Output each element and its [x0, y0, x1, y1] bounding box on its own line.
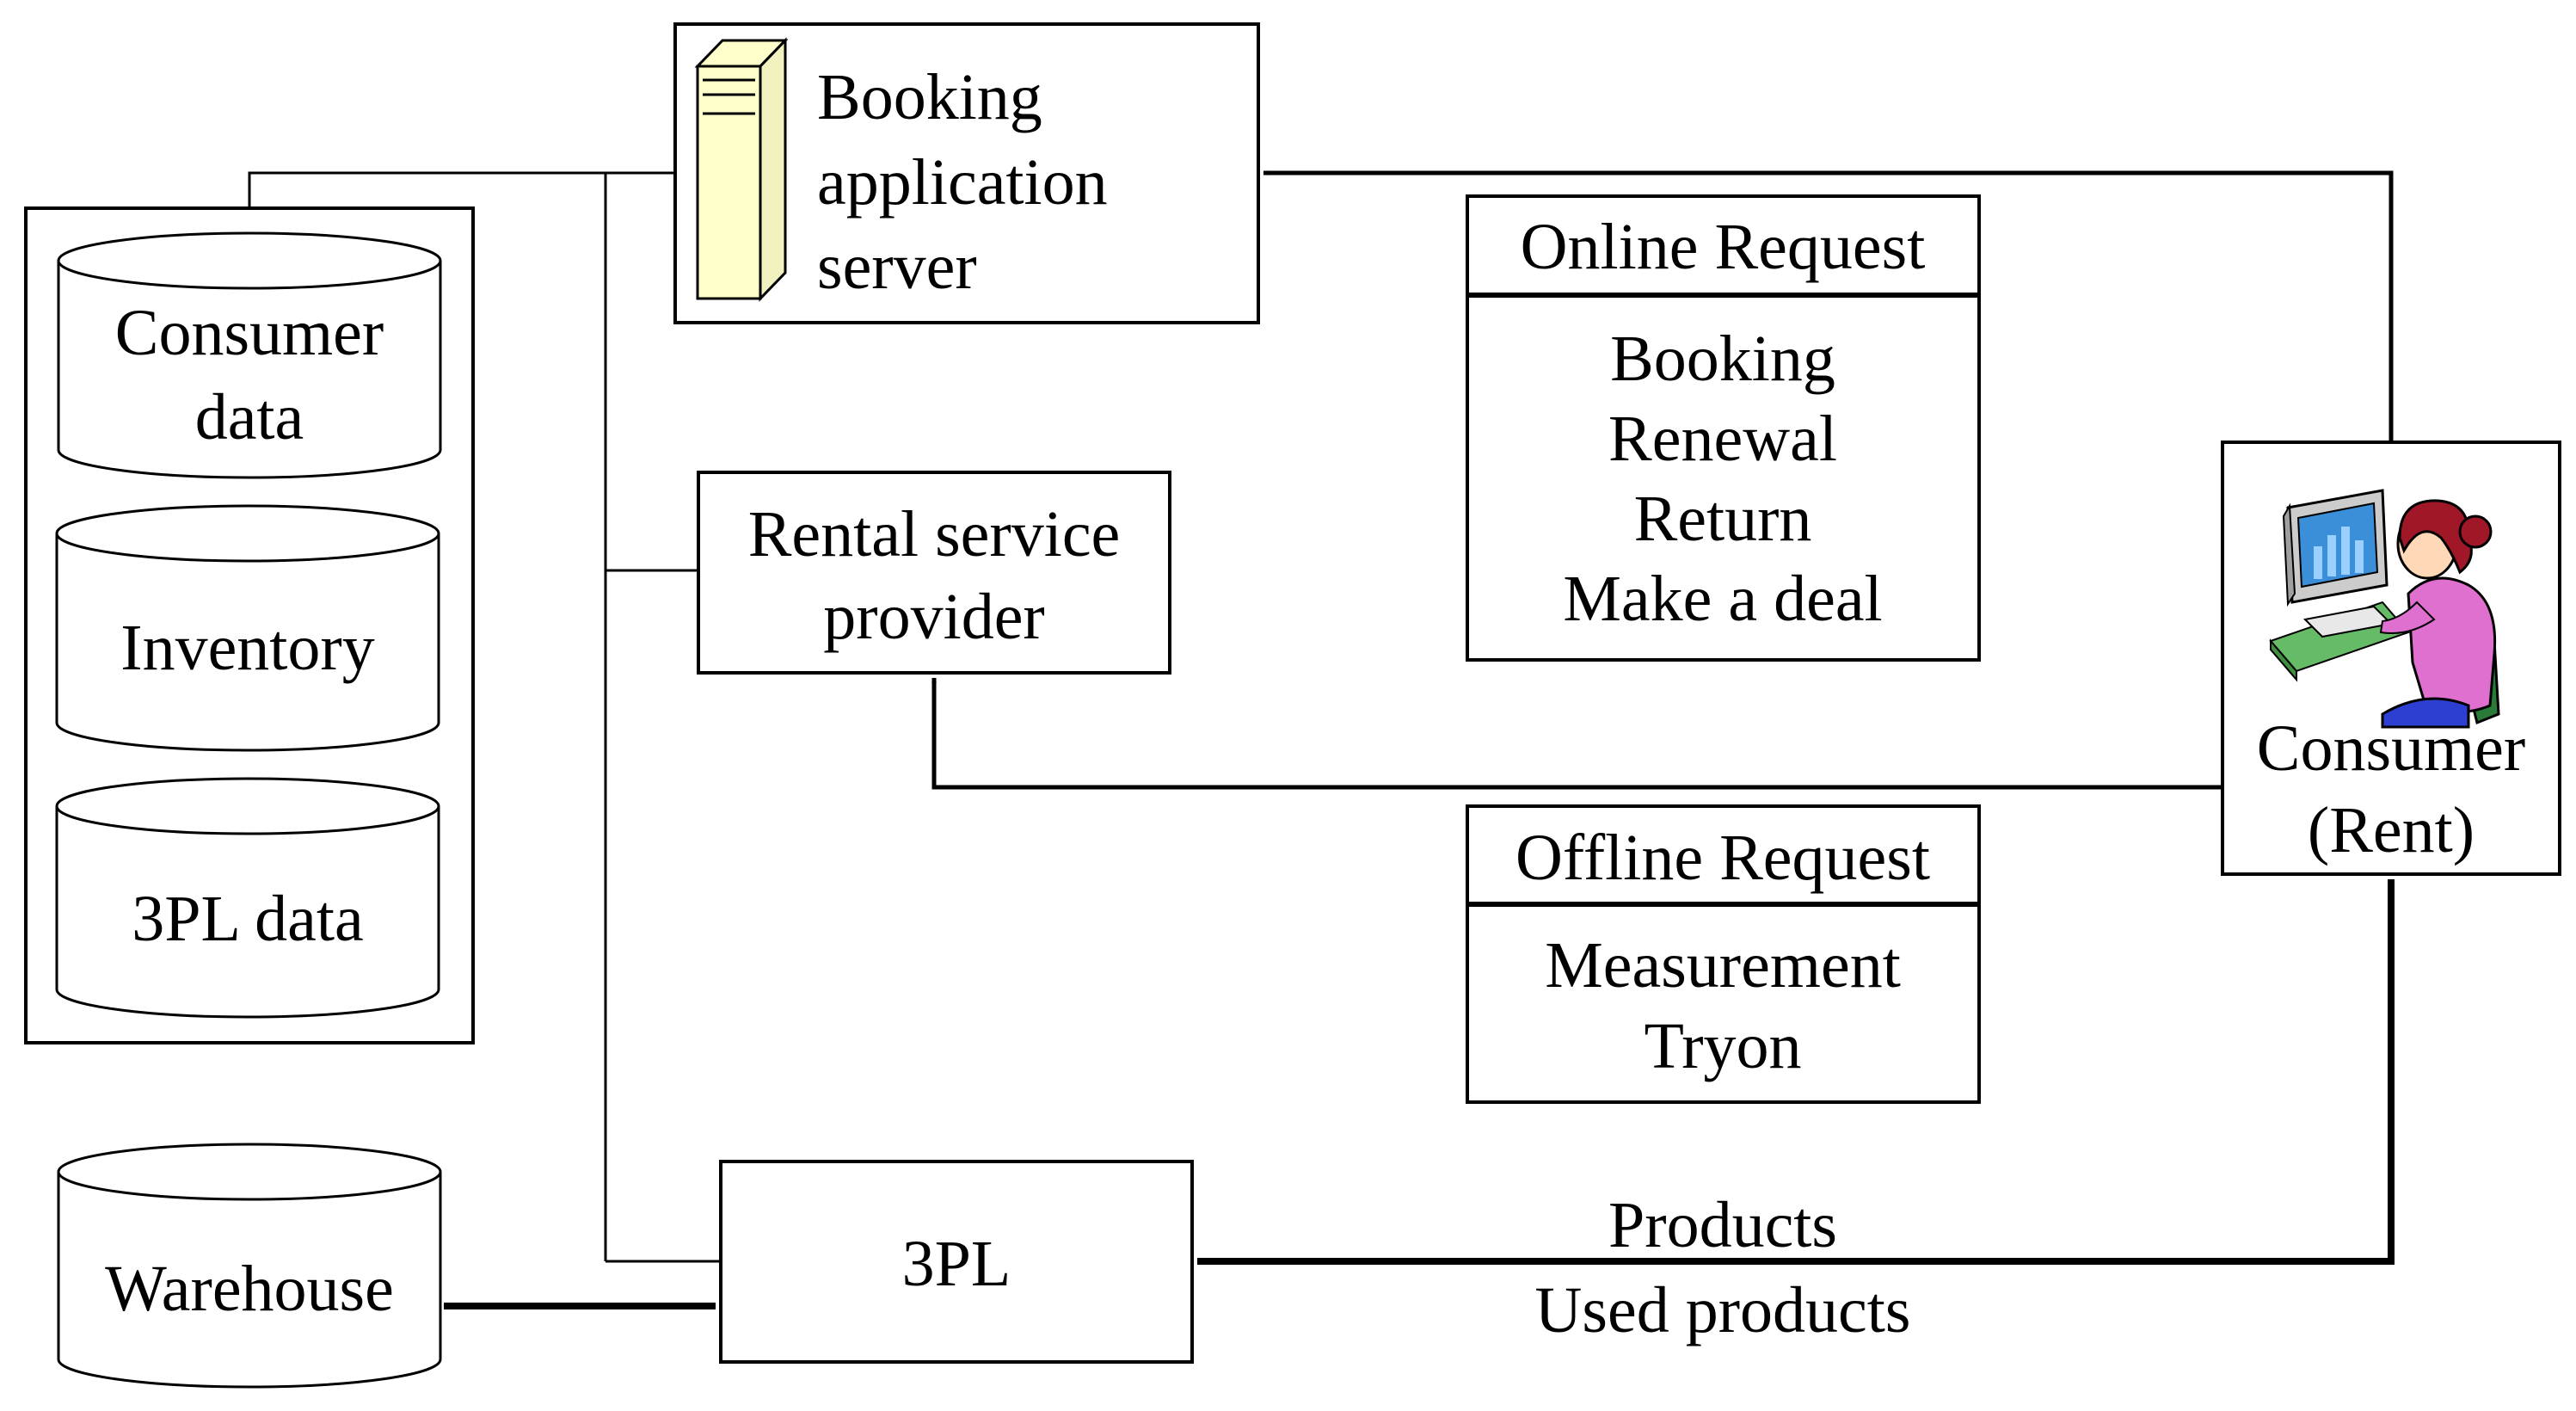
consumer-data-database: Consumer data	[57, 231, 442, 479]
product-flow-label-used-products: Used products	[1535, 1274, 1911, 1346]
database-group-box	[24, 206, 475, 1044]
booking-server-label-line3: server	[817, 231, 977, 303]
bus-connectors	[248, 171, 721, 1263]
booking-server-label-line1: Booking	[817, 61, 1042, 133]
booking-server-node: Booking application server	[673, 22, 1260, 324]
3pl-node: 3PL	[719, 1160, 1194, 1364]
rental-provider-label-line2: provider	[823, 581, 1044, 653]
booking-server-label-line2: application	[817, 146, 1108, 219]
3pl-data-label: 3PL data	[132, 883, 363, 955]
consumer-data-cylinder-top	[57, 231, 442, 290]
online-request-item-booking: Booking	[1610, 323, 1835, 395]
online-request-item-renewal: Renewal	[1608, 403, 1837, 475]
warehouse-database: Warehouse	[57, 1143, 442, 1389]
product-flow-label-products: Products	[1608, 1189, 1837, 1261]
3pl-label: 3PL	[902, 1228, 1011, 1300]
online-request-title: Online Request	[1521, 211, 1926, 283]
online-request-arrow	[1263, 170, 2394, 442]
offline-request-item-tryon: Tryon	[1644, 1010, 1801, 1082]
3pl-data-cylinder	[55, 806, 440, 1019]
rental-provider-label-line1: Rental service	[748, 498, 1121, 570]
online-request-panel: Online Request Booking Renewal Return Ma…	[1466, 194, 1981, 662]
consumer-at-computer-icon	[2269, 489, 2500, 729]
consumer-label-line2: (Rent)	[2308, 794, 2475, 866]
offline-request-item-measurement: Measurement	[1545, 929, 1901, 1001]
consumer-data-label-line1: Consumer	[115, 297, 384, 369]
product-flow-arrow	[1196, 878, 2395, 1265]
inventory-cylinder-top	[55, 504, 440, 563]
consumer-data-cylinder	[57, 261, 442, 479]
rental-provider-box	[697, 471, 1171, 675]
warehouse-cylinder	[57, 1172, 442, 1389]
warehouse-label: Warehouse	[105, 1253, 394, 1325]
consumer-node: Consumer (Rent)	[2221, 441, 2561, 876]
inventory-database: Inventory	[55, 504, 440, 752]
3pl-data-cylinder-top	[55, 777, 440, 835]
consumer-data-label-line2: data	[195, 381, 304, 453]
offline-request-arrow	[931, 677, 2222, 790]
bus-to-database-group	[248, 171, 675, 208]
inventory-label: Inventory	[120, 612, 374, 684]
offline-request-panel: Offline Request Measurement Tryon	[1466, 804, 1981, 1104]
online-request-item-return: Return	[1634, 483, 1812, 555]
online-request-box	[1466, 194, 1981, 662]
3pl-box	[719, 1160, 1194, 1364]
server-tower-icon	[694, 37, 789, 302]
inventory-cylinder	[55, 533, 440, 752]
rental-provider-node: Rental service provider	[697, 471, 1171, 675]
consumer-label-line1: Consumer	[2257, 712, 2525, 785]
offline-request-title: Offline Request	[1515, 822, 1930, 894]
3pl-data-database: 3PL data	[55, 777, 440, 1019]
warehouse-cylinder-top	[57, 1143, 442, 1201]
online-request-item-make-a-deal: Make a deal	[1563, 563, 1882, 635]
